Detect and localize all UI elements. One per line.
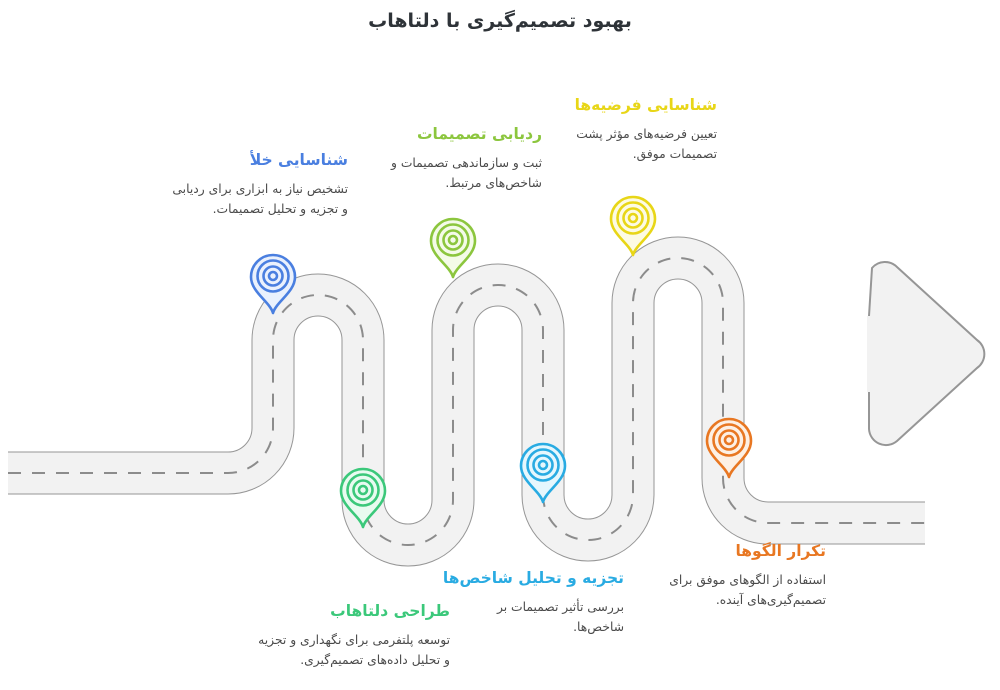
page-title: بهبود تصمیم‌گیری با دلتاهاب bbox=[368, 10, 632, 32]
step-text-3: ردیابی تصمیمات ثبت و سازماندهی تصمیمات و… bbox=[372, 124, 542, 194]
step-body-6: استفاده از الگوهای موفق برای تصمیم‌گیری‌… bbox=[669, 572, 826, 607]
step-marker-3[interactable] bbox=[429, 217, 477, 279]
step-body-2: توسعه پلتفرمی برای نگهداری و تجزیه و تحل… bbox=[258, 632, 450, 667]
step-body-1: تشخیص نیاز به ابزاری برای ردیابی و تجزیه… bbox=[172, 181, 348, 216]
step-heading-6: تکرار الگوها bbox=[735, 542, 826, 560]
step-text-4: تجزیه و تحلیل شاخص‌ها بررسی تأثیر تصمیما… bbox=[442, 568, 624, 638]
step-marker-4[interactable] bbox=[519, 442, 567, 504]
step-heading-4: تجزیه و تحلیل شاخص‌ها bbox=[442, 569, 624, 587]
step-heading-3: ردیابی تصمیمات bbox=[416, 125, 542, 143]
step-body-5: تعیین فرضیه‌های مؤثر پشت تصمیمات موفق. bbox=[576, 126, 717, 161]
step-body-4: بررسی تأثیر تصمیمات بر شاخص‌ها. bbox=[496, 599, 624, 634]
step-heading-2: طراحی دلتاهاب bbox=[330, 602, 450, 620]
arrow-right-icon bbox=[867, 261, 986, 446]
step-marker-2[interactable] bbox=[339, 467, 387, 529]
road-surface bbox=[8, 258, 925, 545]
step-text-5: شناسایی فرضیه‌ها تعیین فرضیه‌های مؤثر پش… bbox=[545, 95, 717, 165]
step-marker-5[interactable] bbox=[609, 195, 657, 257]
step-heading-1: شناسایی خلأ bbox=[249, 151, 348, 169]
step-marker-6[interactable] bbox=[705, 417, 753, 479]
step-body-3: ثبت و سازماندهی تصمیمات و شاخص‌های مرتبط… bbox=[391, 155, 542, 190]
step-marker-1[interactable] bbox=[249, 253, 297, 315]
step-text-6: تکرار الگوها استفاده از الگوهای موفق برا… bbox=[648, 541, 826, 611]
step-heading-5: شناسایی فرضیه‌ها bbox=[574, 96, 717, 114]
step-text-1: شناسایی خلأ تشخیص نیاز به ابزاری برای رد… bbox=[168, 150, 348, 220]
step-text-2: طراحی دلتاهاب توسعه پلتفرمی برای نگهداری… bbox=[258, 601, 450, 671]
